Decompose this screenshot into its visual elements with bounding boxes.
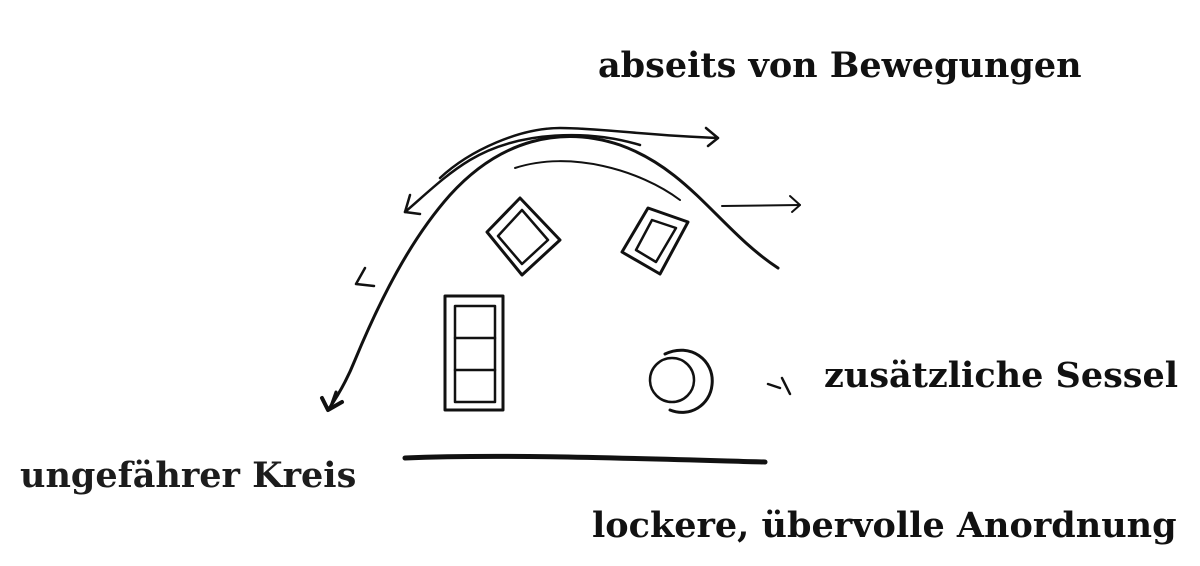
movement-arrow-upper-right bbox=[438, 126, 720, 180]
round-chair-icon bbox=[648, 348, 714, 414]
small-mark-right bbox=[766, 376, 792, 396]
movement-arrow-right bbox=[514, 160, 801, 213]
label-away-from-movement: abseits von Bewegungen bbox=[598, 45, 1082, 86]
circle-path-arrow bbox=[320, 135, 780, 412]
base-line bbox=[402, 453, 768, 465]
armchair-icon bbox=[485, 196, 562, 277]
label-additional-chairs: zusätzliche Sessel bbox=[824, 355, 1179, 396]
movement-arrow-left bbox=[403, 133, 642, 216]
sofa-icon bbox=[443, 294, 505, 412]
label-rough-circle: ungefährer Kreis bbox=[20, 455, 357, 496]
label-loose-arrangement: lockere, übervolle Anordnung bbox=[592, 505, 1177, 546]
small-mark-left bbox=[354, 266, 376, 288]
armchair-icon bbox=[620, 206, 690, 276]
